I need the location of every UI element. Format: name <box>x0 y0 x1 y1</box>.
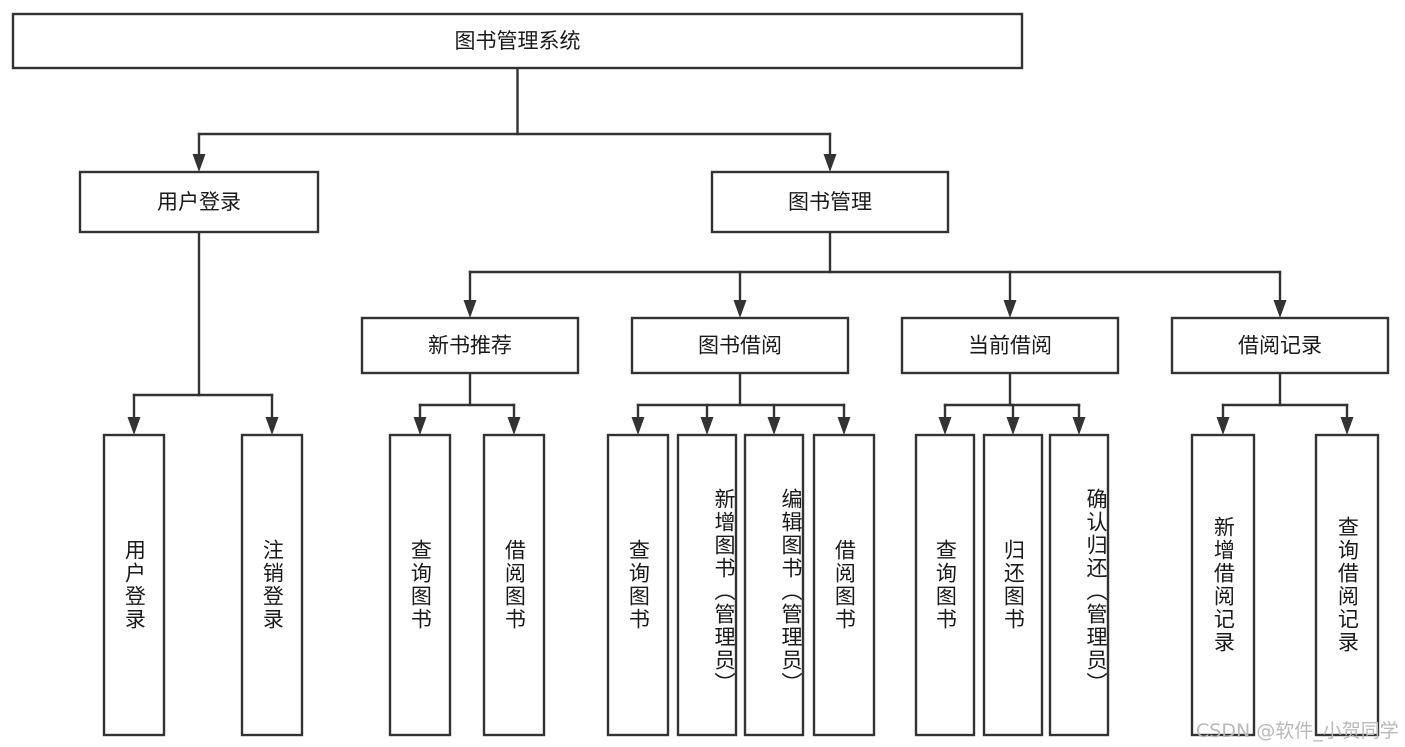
node-label-root: 图书管理系统 <box>455 29 581 53</box>
node-new-book-recommend[interactable]: 新书推荐 <box>360 316 580 375</box>
edge-current-to-leaves <box>938 371 1086 435</box>
node-border-book-borrow <box>630 316 850 375</box>
node-border-new-book-recommend <box>360 316 580 375</box>
node-hit-leaf-add-book-admin[interactable] <box>678 435 736 735</box>
node-border-user-login <box>78 170 320 234</box>
node-border-leaf-add-book-admin <box>676 433 738 737</box>
node-book-borrow[interactable]: 图书借阅 <box>630 316 850 375</box>
node-leaf-query-book-3[interactable] <box>914 433 976 737</box>
node-hit-leaf-query-book-2[interactable] <box>608 435 668 735</box>
node-hit-leaf-user-logout[interactable] <box>242 435 302 735</box>
node-hit-leaf-add-borrow-record[interactable] <box>1192 435 1254 735</box>
node-border-leaf-user-logout <box>240 433 304 737</box>
node-leaf-query-borrow-record[interactable] <box>1314 433 1380 737</box>
node-border-leaf-borrow-book-1 <box>482 433 546 737</box>
edge-borrow-to-leaves <box>631 371 851 435</box>
node-leaf-borrow-book-2[interactable] <box>812 433 876 737</box>
node-root[interactable]: 图书管理系统 <box>11 12 1024 70</box>
edge-record-to-leaves <box>1216 371 1354 435</box>
node-current-borrow[interactable]: 当前借阅 <box>900 316 1120 375</box>
node-leaf-add-book-admin[interactable] <box>676 433 738 737</box>
node-leaf-user-login[interactable] <box>102 433 166 737</box>
node-border-current-borrow <box>900 316 1120 375</box>
node-hit-leaf-edit-book-admin[interactable] <box>745 435 803 735</box>
node-leaf-query-book-1[interactable] <box>388 433 452 737</box>
node-label-book-borrow: 图书借阅 <box>698 334 782 358</box>
node-border-root <box>11 12 1024 70</box>
node-border-leaf-confirm-return-admin <box>1048 433 1110 737</box>
node-leaf-borrow-book-1[interactable] <box>482 433 546 737</box>
node-border-leaf-query-borrow-record <box>1314 433 1380 737</box>
node-border-borrow-record <box>1170 316 1390 375</box>
node-leaf-query-book-2[interactable] <box>606 433 670 737</box>
node-leaf-edit-book-admin[interactable] <box>743 433 805 737</box>
node-border-leaf-edit-book-admin <box>743 433 805 737</box>
node-label-current-borrow: 当前借阅 <box>968 334 1052 358</box>
node-leaf-add-borrow-record[interactable] <box>1190 433 1256 737</box>
node-book-manage[interactable]: 图书管理 <box>710 170 950 234</box>
node-label-user-login: 用户登录 <box>157 190 241 214</box>
node-label-new-book-recommend: 新书推荐 <box>428 334 512 358</box>
node-border-book-manage <box>710 170 950 234</box>
node-user-login[interactable]: 用户登录 <box>78 170 320 234</box>
node-border-leaf-query-book-2 <box>606 433 670 737</box>
node-border-leaf-return-book <box>982 433 1044 737</box>
node-border-leaf-query-book-1 <box>388 433 452 737</box>
node-border-leaf-query-book-3 <box>914 433 976 737</box>
edge-userlogin-to-leaves <box>127 230 279 435</box>
node-border-leaf-borrow-book-2 <box>812 433 876 737</box>
node-leaf-return-book[interactable] <box>982 433 1044 737</box>
node-hit-leaf-confirm-return-admin[interactable] <box>1050 435 1108 735</box>
node-border-leaf-user-login <box>102 433 166 737</box>
edge-recommend-to-leaves <box>413 371 521 435</box>
node-hit-leaf-return-book[interactable] <box>984 435 1042 735</box>
node-borrow-record[interactable]: 借阅记录 <box>1170 316 1390 375</box>
edge-bookmanage-to-level3 <box>463 230 1287 318</box>
node-hit-leaf-user-login[interactable] <box>104 435 164 735</box>
node-hit-leaf-query-book-1[interactable] <box>390 435 450 735</box>
edge-root-to-level2 <box>192 66 837 172</box>
node-label-book-manage: 图书管理 <box>788 190 872 214</box>
node-hit-leaf-borrow-book-2[interactable] <box>814 435 874 735</box>
node-hit-leaf-query-book-3[interactable] <box>916 435 974 735</box>
node-leaf-confirm-return-admin[interactable] <box>1048 433 1110 737</box>
node-hit-leaf-query-borrow-record[interactable] <box>1316 435 1378 735</box>
node-border-leaf-add-borrow-record <box>1190 433 1256 737</box>
node-label-borrow-record: 借阅记录 <box>1238 334 1322 358</box>
node-leaf-user-logout[interactable] <box>240 433 304 737</box>
node-hit-leaf-borrow-book-1[interactable] <box>484 435 544 735</box>
